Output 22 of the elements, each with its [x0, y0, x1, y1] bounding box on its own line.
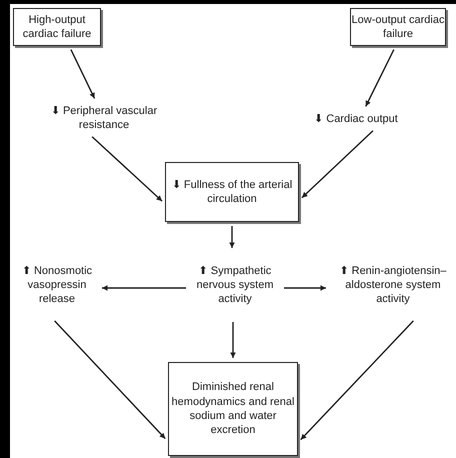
process-box: [165, 162, 299, 222]
arrow: [54, 320, 166, 440]
node-text: ⬇ Peripheral vascular resistance: [50, 102, 158, 134]
node-text: ⬇ Cardiac output: [310, 110, 402, 128]
node-text: ⬆ Sympathetic nervous system activity: [190, 252, 280, 318]
arrow: [300, 320, 414, 440]
arrow: [102, 285, 186, 291]
arrow: [230, 322, 236, 358]
box-label: ⬇ Fullness of the arterial circulation: [170, 178, 294, 206]
arrow: [92, 136, 163, 202]
box-label: Diminished renal hemodynamics and renal sodium and water excretion: [170, 380, 296, 438]
box-label: High-output cardiac failure: [22, 12, 92, 42]
arrow: [284, 285, 326, 291]
arrow: [229, 226, 235, 248]
box-label: Low-output cardiac failure: [351, 12, 445, 42]
node-text: ⬆ Renin-angiotensin–aldosterone system activity: [330, 252, 456, 318]
node-text: ⬆ Nonosmotic vasopressin release: [16, 252, 98, 318]
arrow: [365, 49, 394, 107]
arrow: [301, 130, 374, 198]
arrow: [70, 49, 96, 99]
process-box: [168, 362, 298, 456]
process-box: [13, 8, 101, 46]
